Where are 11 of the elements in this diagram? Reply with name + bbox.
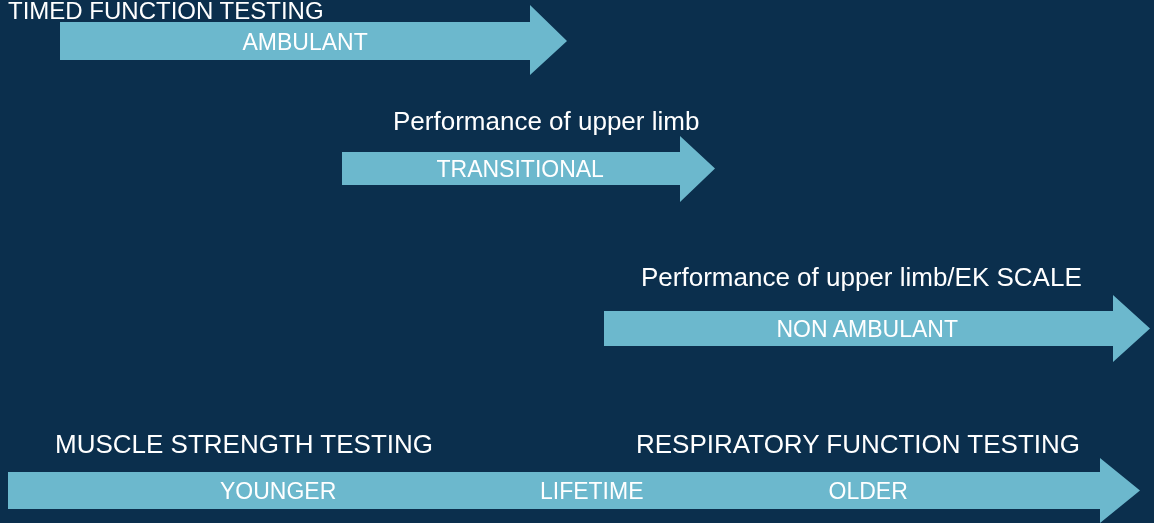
arrow-label: TRANSITIONAL [436,156,604,182]
stage-heading: RESPIRATORY FUNCTION TESTING [636,430,1080,459]
stage-heading: MUSCLE STRENGTH TESTING [55,430,433,459]
stage-heading: Performance of upper limb [393,107,700,136]
stage-heading: TIMED FUNCTION TESTING [8,0,324,25]
arrow-label: YOUNGER [220,478,337,504]
arrow-label: AMBULANT [242,29,368,55]
arrow-label: NON AMBULANT [776,316,958,342]
arrow-label: OLDER [828,478,908,504]
stage-heading: Performance of upper limb/EK SCALE [641,263,1082,292]
arrow-label: LIFETIME [540,478,644,504]
